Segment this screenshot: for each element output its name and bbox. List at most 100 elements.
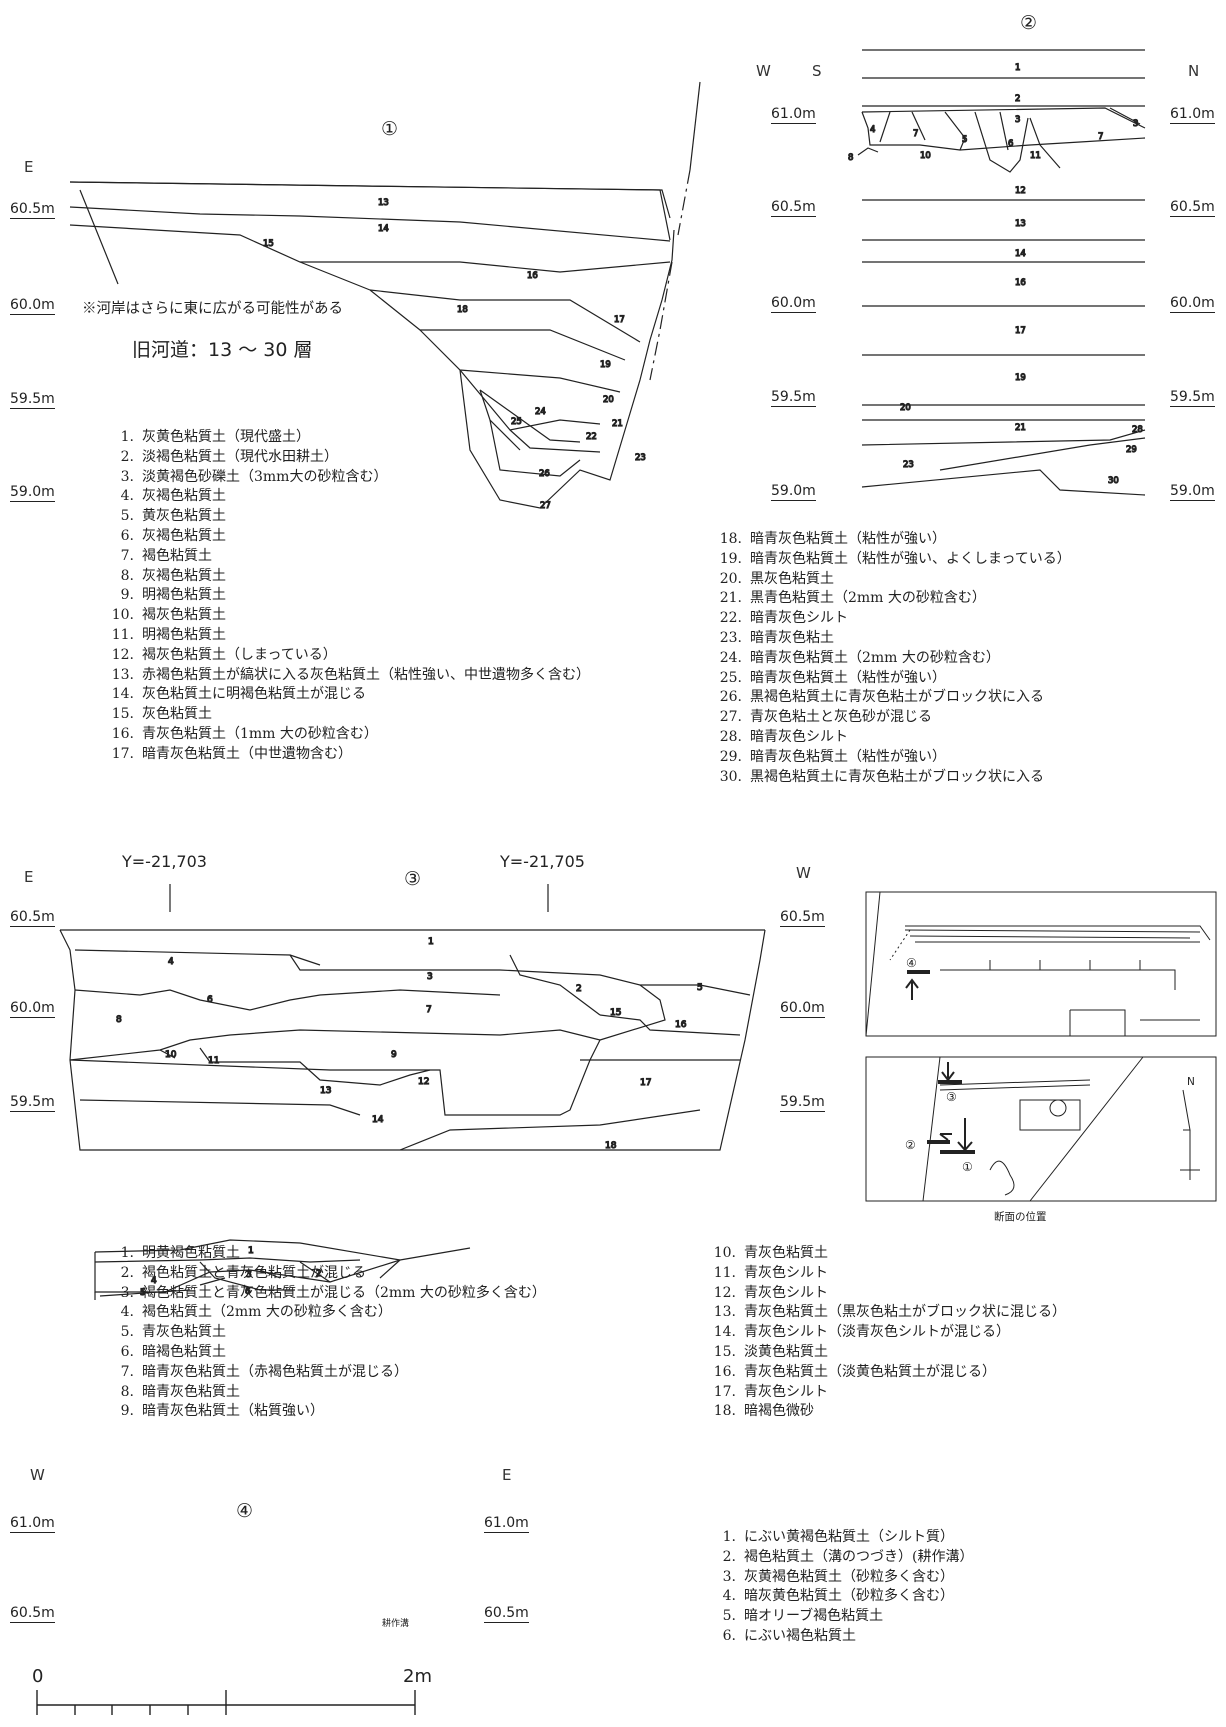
elevation-label: 60.5m <box>780 909 825 927</box>
north-arrow-label: N <box>1187 1076 1195 1088</box>
legend-item: 4.暗灰黄色粘質土（砂粒多く含む） <box>722 1588 954 1605</box>
legend-item: 4.褐色粘質土（2mm 大の砂粒多く含む） <box>120 1304 392 1321</box>
riverbank-note: ※河岸はさらに東に広がる可能性がある <box>82 301 343 317</box>
legend-item: 29.暗青灰色粘質土（粘性が強い） <box>719 748 946 765</box>
layer-label: 3 <box>427 972 433 982</box>
legend-sections-1-2-part1: 1.灰黄色粘質土（現代盛土） 2.淡褐色粘質土（現代水田耕土） 3.淡黄褐色砂礫… <box>100 428 590 765</box>
layer-label: 12 <box>418 1077 429 1087</box>
legend-item: 18.暗青灰色粘質土（粘性が強い） <box>719 531 946 547</box>
layer-label: 30 <box>1108 476 1119 486</box>
layer-label: 27 <box>540 501 551 511</box>
layer-label: 28 <box>1132 425 1143 435</box>
legend-item: 6.暗褐色粘質土 <box>120 1343 226 1360</box>
layer-label: 2 <box>576 984 582 994</box>
legend-item: 7.暗青灰色粘質土（赤褐色粘質土が混じる） <box>120 1363 408 1380</box>
layer-label: 2 <box>316 1269 322 1279</box>
legend-item: 22.暗青灰色シルト <box>719 610 848 627</box>
elevation-label: 59.5m <box>10 1094 55 1112</box>
layer-label: 14 <box>378 224 389 234</box>
direction-west: W <box>756 62 771 80</box>
elevation-label: 60.0m <box>780 1000 825 1018</box>
layer-label: 1 <box>248 1246 254 1256</box>
legend-item: 3.淡黄褐色砂礫土（3mm大の砂粒含む） <box>120 468 388 485</box>
legend-item: 20.黒灰色粘質土 <box>719 570 834 587</box>
layer-label: 21 <box>612 419 623 429</box>
legend-item: 4.灰褐色粘質土 <box>120 488 226 505</box>
legend-item: 5.黄灰色粘質土 <box>120 508 226 525</box>
legend-item: 1.明黄褐色粘質土 <box>120 1245 240 1261</box>
elevation-label: 60.5m <box>10 201 55 219</box>
elevation-label: 61.0m <box>771 106 816 124</box>
section-2-number: ② <box>1020 12 1038 34</box>
section-4-profile <box>94 1239 471 1300</box>
legend-item: 16.青灰色粘質土（1mm 大の砂粒含む） <box>111 725 378 742</box>
legend-item: 23.暗青灰色粘土 <box>719 629 834 646</box>
elevation-label: 60.5m <box>771 199 816 217</box>
layer-label: 8 <box>848 153 853 163</box>
layer-label: 13 <box>320 1086 331 1096</box>
legend-item: 9.暗青灰色粘質土（粘質強い） <box>120 1403 324 1420</box>
layer-label: 8 <box>116 1015 122 1025</box>
legend-item: 25.暗青灰色粘質土（粘性が強い） <box>719 669 946 686</box>
layer-label: 3 <box>1133 119 1138 129</box>
layer-label: 16 <box>527 271 538 281</box>
layer-label: 5 <box>962 135 967 145</box>
legend-item: 15.灰色粘質土 <box>111 706 212 723</box>
section-3-profile <box>59 884 766 1151</box>
legend-section-3-part2: 10.青灰色粘質土 11.青灰色シルト 12.青灰色シルト 13.青灰色粘質土（… <box>702 1244 1066 1422</box>
legend-item: 1.にぶい黄褐色粘質土（シルト質） <box>722 1529 954 1545</box>
elevation-label: 60.0m <box>771 295 816 313</box>
layer-label: 11 <box>1030 151 1041 161</box>
scale-start-label: 0 <box>32 1666 44 1687</box>
legend-item: 9.明褐色粘質土 <box>120 587 226 604</box>
section-4-number: ④ <box>236 1500 254 1522</box>
direction-west: W <box>796 864 811 882</box>
legend-item: 17.暗青灰色粘質土（中世遺物含む） <box>111 745 352 762</box>
legend-item: 2.淡褐色粘質土（現代水田耕土） <box>120 448 338 465</box>
layer-label: 26 <box>539 469 550 479</box>
layer-label: 18 <box>605 1141 617 1151</box>
direction-east: E <box>24 158 34 176</box>
layer-label: 5 <box>140 1288 146 1298</box>
legend-item: 17.青灰色シルト <box>713 1383 828 1400</box>
layer-label: 17 <box>1015 326 1026 336</box>
legend-item: 12.青灰色シルト <box>713 1284 828 1301</box>
legend-item: 15.淡黄色粘質土 <box>713 1343 828 1360</box>
map-marker-2: ② <box>905 1138 916 1152</box>
elevation-label: 59.5m <box>10 391 55 409</box>
layer-label: 2 <box>1015 94 1020 104</box>
layer-label: 17 <box>614 315 625 325</box>
elevation-label: 60.5m <box>1170 199 1215 217</box>
layer-label: 5 <box>697 983 703 993</box>
direction-east: E <box>502 1466 512 1484</box>
layer-label: 14 <box>1015 249 1026 259</box>
legend-item: 14.青灰色シルト（淡青灰色シルトが混じる） <box>713 1324 1010 1341</box>
legend-item: 10.褐灰色粘質土 <box>111 607 226 624</box>
cultivation-ditch-label: 耕作溝 <box>382 1619 410 1629</box>
legend-item: 24.暗青灰色粘質土（2mm 大の砂粒含む） <box>719 649 1000 666</box>
section-2-profile <box>857 49 1146 496</box>
section-3-layer-labels: 1 2 3 4 5 6 7 8 9 10 11 12 13 14 15 16 1… <box>115 936 703 1151</box>
elevation-label: 59.0m <box>771 483 816 501</box>
layer-label: 21 <box>1015 423 1026 433</box>
legend-item: 5.暗オリーブ褐色粘質土 <box>722 1608 884 1625</box>
legend-item: 3.灰黄褐色粘質土（砂粒多く含む） <box>722 1568 954 1585</box>
legend-item: 13.青灰色粘質土（黒灰色粘土がブロック状に混じる） <box>713 1304 1066 1321</box>
legend-item: 26.黒褐色粘質土に青灰色粘土がブロック状に入る <box>719 689 1044 706</box>
legend-item: 14.灰色粘質土に明褐色粘質土が混じる <box>111 686 366 703</box>
section-4-layer-labels: 1 2 3 4 5 6 <box>139 1245 322 1298</box>
layer-label: 7 <box>913 129 918 139</box>
legend-item: 11.明褐色粘質土 <box>111 626 226 643</box>
legend-item: 8.灰褐色粘質土 <box>120 567 226 584</box>
legend-item: 27.青灰色粘土と灰色砂が混じる <box>719 709 932 726</box>
layer-label: 4 <box>151 1276 157 1286</box>
legend-item: 21.黒青色粘質土（2mm 大の砂粒含む） <box>719 590 986 607</box>
legend-item: 8.暗青灰色粘質土 <box>120 1383 240 1400</box>
layer-label: 6 <box>207 995 213 1005</box>
layer-label: 6 <box>245 1287 251 1297</box>
legend-sections-1-2-part2: 18.暗青灰色粘質土（粘性が強い） 19.暗青灰色粘質土（粘性が強い、よくしまっ… <box>708 530 1071 787</box>
y-coordinate-label: Y=-21,703 <box>122 852 207 871</box>
legend-item: 1.灰黄色粘質土（現代盛土） <box>120 429 310 445</box>
elevation-label: 59.0m <box>1170 483 1215 501</box>
legend-item: 12.褐灰色粘質土（しまっている） <box>111 646 337 663</box>
